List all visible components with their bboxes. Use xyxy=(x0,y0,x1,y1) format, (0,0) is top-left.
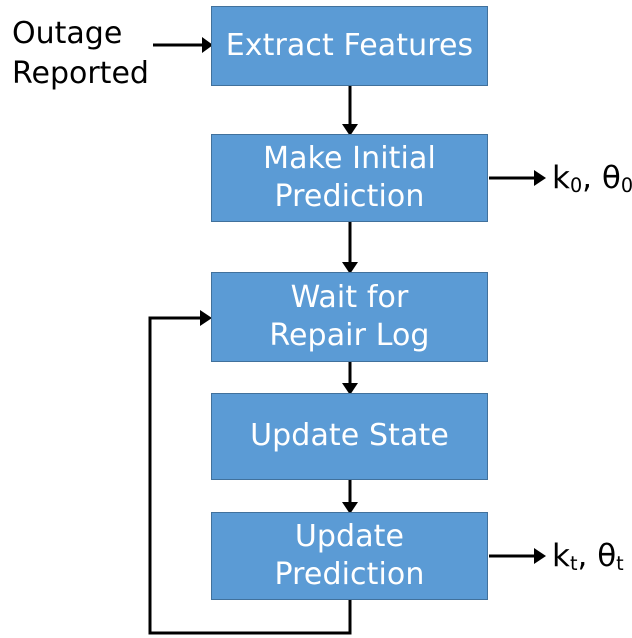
output-label-initial-params: k0, θ0 xyxy=(552,160,632,198)
edge-prediction-to-output xyxy=(489,548,546,564)
output-initial-k-base: k xyxy=(552,160,570,196)
edge-initial-to-wait xyxy=(342,222,358,274)
edge-wait-to-update-state xyxy=(342,362,358,395)
output-updated-k-base: k xyxy=(552,538,570,574)
edge-update-state-to-prediction xyxy=(342,480,358,514)
node-wait-for-repair-log[interactable]: Wait for Repair Log xyxy=(211,272,488,362)
node-extract-features[interactable]: Extract Features xyxy=(211,6,488,86)
output-updated-separator: , xyxy=(577,538,598,574)
output-initial-theta-base: θ xyxy=(601,160,621,196)
output-updated-theta-base: θ xyxy=(597,538,617,574)
node-make-initial-prediction[interactable]: Make Initial Prediction xyxy=(211,134,488,222)
output-updated-theta-sub: t xyxy=(616,552,624,576)
output-updated-k-sub: t xyxy=(569,552,578,576)
edge-initial-to-output xyxy=(489,170,546,186)
output-initial-separator: , xyxy=(582,160,602,196)
edge-extract-to-initial xyxy=(342,86,358,136)
node-update-prediction[interactable]: Update Prediction xyxy=(211,512,488,600)
output-label-updated-params: kt, θt xyxy=(552,538,624,576)
outage-reported-label: Outage Reported xyxy=(12,16,149,91)
edge-input-to-extract xyxy=(153,37,213,53)
output-initial-theta-sub: 0 xyxy=(620,174,632,198)
node-update-state[interactable]: Update State xyxy=(211,393,488,480)
output-initial-k-sub: 0 xyxy=(569,174,583,198)
